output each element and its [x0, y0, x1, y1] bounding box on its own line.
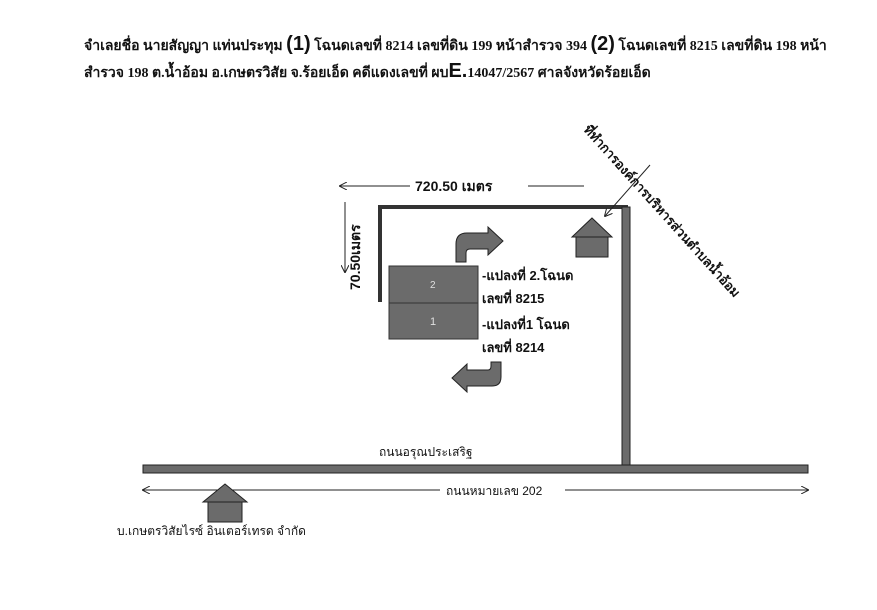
company-house-icon [201, 483, 249, 523]
plot-1-number: 1 [430, 316, 436, 328]
plot-2-label: -แปลงที่ 2.โฉนด เลขที่ 8215 [482, 264, 573, 310]
width-dimension-label: 720.50 เมตร [415, 178, 493, 194]
height-dimension-label: 70.50เมตร [347, 224, 363, 290]
arun-prasert-road-label: ถนนอรุณประเสริฐ [379, 445, 473, 459]
arun-prasert-road [621, 206, 631, 467]
header-number-1: (1) [286, 33, 311, 55]
office-label: ที่ทำการองค์การบริหารส่วนตำบลน้ำอ้อม [581, 120, 746, 300]
office-house-icon [570, 217, 614, 258]
plot-1-label-line2: เลขที่ 8214 [482, 340, 545, 355]
plot-1-label: -แปลงที่1 โฉนด เลขที่ 8214 [482, 313, 570, 359]
header-case-prefix: E. [448, 60, 468, 82]
header-deed-1: โฉนดเลขที่ 8214 เลขที่ดิน 199 หน้าสำรวจ … [314, 39, 587, 54]
highway-202-label: ถนนหมายเลข 202 [446, 484, 543, 498]
header-case-court: 14047/2567 ศาลจังหวัดร้อยเอ็ด [467, 66, 651, 81]
header-number-2: (2) [590, 33, 615, 55]
plot-2-label-line2: เลขที่ 8215 [482, 291, 545, 306]
highway-202 [142, 464, 809, 474]
plot-2 [388, 265, 479, 304]
plot-2-label-line1: -แปลงที่ 2.โฉนด [482, 268, 574, 283]
office-pointer-arrow [605, 164, 651, 216]
curved-arrow-bottom [451, 361, 502, 394]
header-deed-2: โฉนดเลขที่ 8215 เลขที่ดิน 198 หน้าสำรวจ … [84, 39, 827, 81]
header-defendant: จำเลยชื่อ นายสัญญา แท่นประทุม [84, 39, 283, 54]
plot-2-number: 2 [430, 280, 436, 291]
curved-arrow-top [455, 225, 504, 263]
company-label: บ.เกษตรวิสัยไรซ์ อินเตอร์เทรด จำกัด [117, 524, 306, 538]
case-header: จำเลยชื่อ นายสัญญา แท่นประทุม (1) โฉนดเล… [84, 32, 844, 86]
plot-1 [388, 302, 479, 340]
plot-1-label-line1: -แปลงที่1 โฉนด [482, 317, 570, 332]
